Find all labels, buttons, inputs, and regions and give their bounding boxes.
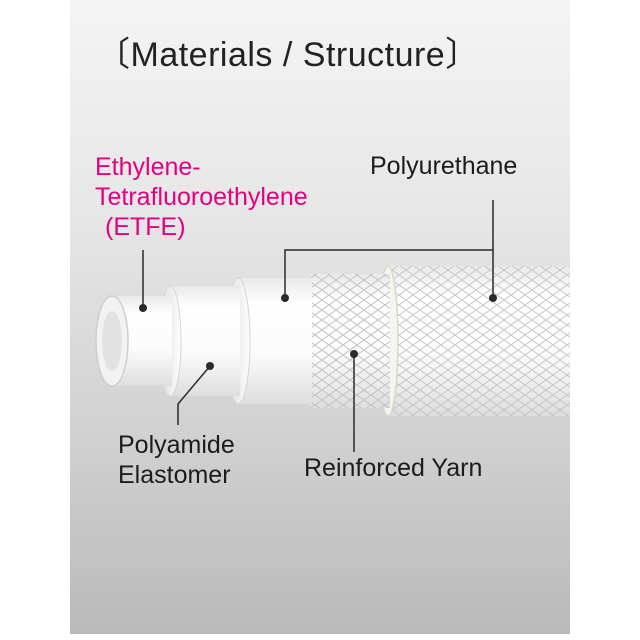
label-etfe-line-3: (ETFE) [105,213,186,241]
label-etfe-line-1: Ethylene- [95,153,201,181]
dot-polyurethane-inner [281,294,289,302]
label-etfe: Ethylene- Tetrafluoroethylene (ETFE) [95,152,308,242]
dot-reinforced-yarn [350,350,358,358]
label-polyamide-line-2: Elastomer [118,461,231,489]
label-polyamide-line-1: Polyamide [118,431,235,459]
polyurethane-layer [377,265,570,417]
label-etfe-line-2: Tetrafluoroethylene [95,183,308,211]
leader-polyamide [177,365,211,425]
leader-dots [139,294,497,370]
dot-polyamide [206,362,214,370]
reinforced-yarn-layer [310,274,390,408]
dot-polyurethane-outer [489,294,497,302]
label-polyamide-elastomer: Polyamide Elastomer [118,430,235,490]
leader-polyurethane-inner [284,249,493,298]
page-title: 〔Materials / Structure〕 [96,36,480,74]
dot-etfe [139,304,147,312]
label-polyurethane: Polyurethane [370,152,518,180]
label-reinforced-yarn: Reinforced Yarn [304,454,483,482]
leader-lines [142,200,494,452]
etfe-inner-tube [95,295,172,387]
